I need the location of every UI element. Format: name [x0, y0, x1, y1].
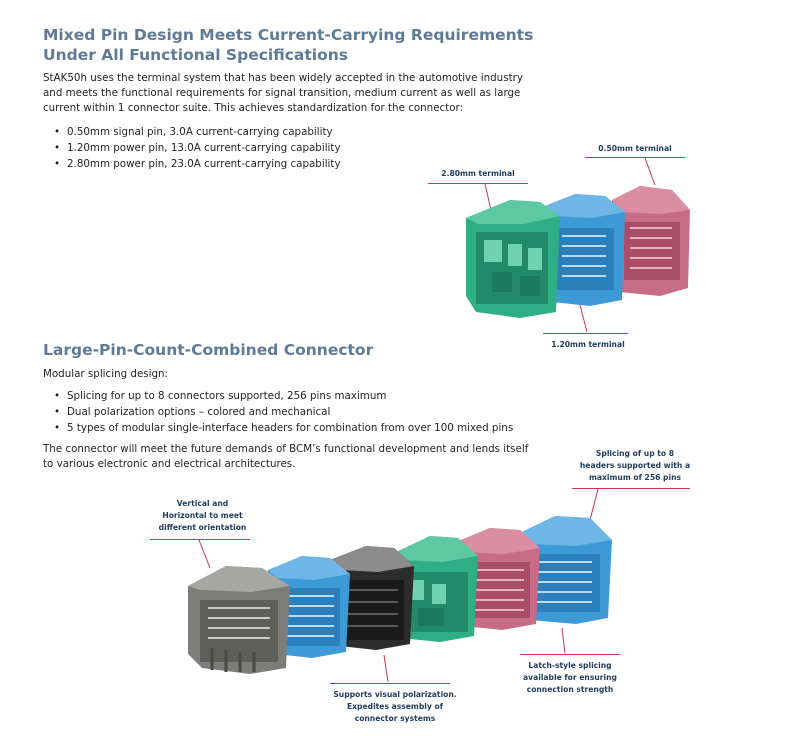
callout-polar-line3: connector systems [354, 714, 436, 723]
section1-intro-line3: current within 1 connector suite. This a… [43, 102, 464, 114]
callout-line [150, 539, 250, 540]
list-item: Dual polarization options – colored and … [54, 404, 513, 420]
section1-title-line2: Under All Functional Specifications [43, 46, 348, 64]
callout-polar-line2: Expedites assembly of [346, 702, 444, 711]
callout-splicing-line2: headers supported with a [579, 461, 691, 470]
callout-splicing: Splicing of up to 8 headers supported wi… [560, 448, 710, 484]
section1-title-line1: Mixed Pin Design Meets Current-Carrying … [43, 26, 534, 44]
callout-280mm-terminal: 2.80mm terminal [441, 169, 515, 178]
callout-line [428, 183, 528, 184]
callout-latch-line1: Latch-style splicing [528, 661, 612, 670]
callout-line [520, 654, 620, 655]
section1-intro: StAK50h uses the terminal system that ha… [43, 71, 523, 116]
callout-latch-line3: connection strength [526, 685, 614, 694]
section2-closing-line1: The connector will meet the future deman… [43, 443, 529, 455]
list-item: 5 types of modular single-interface head… [54, 420, 513, 436]
list-item: 2.80mm power pin, 23.0A current-carrying… [54, 156, 341, 172]
callout-line [572, 488, 690, 489]
callout-polar-line1: Supports visual polarization. [333, 690, 457, 699]
callout-line [543, 333, 628, 334]
callout-line [330, 683, 450, 684]
section1-title: Mixed Pin Design Meets Current-Carrying … [43, 25, 533, 65]
callout-visual-polarization: Supports visual polarization. Expedites … [320, 689, 470, 725]
callout-latch-line2: available for ensuring [523, 673, 617, 682]
callout-050mm-terminal: 0.50mm terminal [598, 144, 672, 153]
list-item: Splicing for up to 8 connectors supporte… [54, 388, 513, 404]
callout-vertical-horizontal: Vertical and Horizontal to meet differen… [140, 498, 265, 534]
section2-closing: The connector will meet the future deman… [43, 442, 528, 472]
callout-splicing-line3: maximum of 256 pins [588, 473, 682, 482]
section1-intro-line1: StAK50h uses the terminal system that ha… [43, 72, 523, 84]
list-item: 0.50mm signal pin, 3.0A current-carrying… [54, 124, 341, 140]
section2-bullet-list: Splicing for up to 8 connectors supporte… [54, 388, 513, 436]
section1-intro-line2: and meets the functional requirements fo… [43, 87, 521, 99]
section2-intro: Modular splicing design: [43, 368, 169, 380]
section2-closing-line2: to various electronic and electrical arc… [43, 458, 296, 470]
callout-latch-splicing: Latch-style splicing available for ensur… [505, 660, 635, 696]
section1-bullet-list: 0.50mm signal pin, 3.0A current-carrying… [54, 124, 341, 172]
section2-title: Large-Pin-Count-Combined Connector [43, 341, 374, 359]
callout-vertical-line2: Horizontal to meet [162, 511, 243, 520]
list-item: 1.20mm power pin, 13.0A current-carrying… [54, 140, 341, 156]
callout-vertical-line3: different orientation [158, 523, 247, 532]
callout-splicing-line1: Splicing of up to 8 [595, 449, 675, 458]
callout-vertical-line1: Vertical and [176, 499, 229, 508]
callout-line [585, 157, 685, 158]
callout-120mm-terminal: 1.20mm terminal [551, 340, 625, 349]
